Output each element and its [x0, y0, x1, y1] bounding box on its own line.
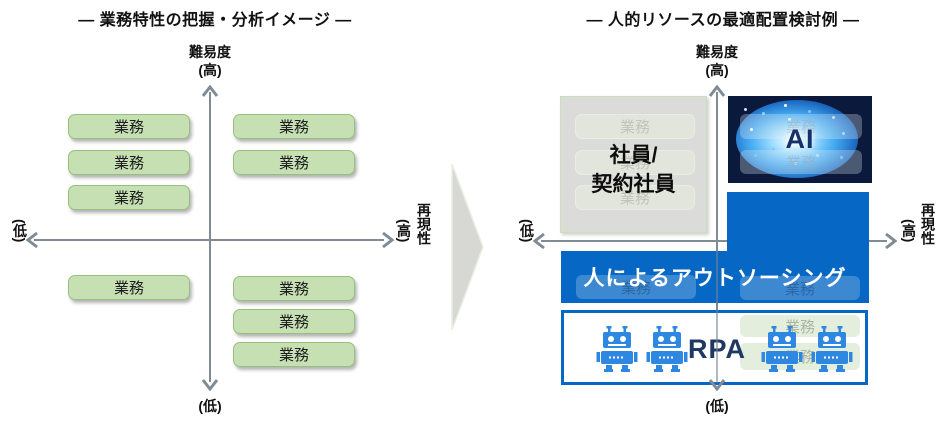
left-y-axis-high-label: (高) [198, 62, 222, 78]
task-box: 業務 [233, 150, 355, 175]
transform-arrow-icon [450, 162, 486, 337]
employee-label: 社員/ 契約社員 [592, 142, 676, 199]
faded-task-box: 業務 [740, 150, 862, 174]
right-x-axis-line [541, 240, 887, 242]
outsourcing-label: 人によるアウトソーシング [583, 267, 847, 290]
ai-label-wrap: AI [728, 96, 872, 183]
task-box-label: 業務 [278, 119, 309, 136]
task-box: 業務 [233, 342, 355, 367]
employee-label-line1: 社員/ [609, 144, 658, 168]
faded-task-box: 業務 [740, 114, 862, 139]
task-box-label: 業務 [113, 119, 144, 136]
right-x-axis-low-label: (低) [519, 219, 535, 243]
robot-icon [811, 326, 853, 377]
employee-label-line2: 契約社員 [591, 172, 676, 196]
right-y-axis-arrow-down-icon [708, 378, 726, 396]
faded-task-label: 業務 [784, 280, 815, 298]
right-y-axis-label: 難易度 [696, 44, 738, 60]
task-box: 業務 [68, 150, 190, 175]
right-x-axis-arrow-right-icon [885, 232, 898, 255]
task-box-label: 業務 [278, 347, 309, 364]
task-box-label: 業務 [278, 314, 309, 331]
right-y-axis-line [716, 92, 718, 382]
right-chart-title-text: ― 人的リソースの最適配置検討例 ― [586, 12, 860, 29]
left-x-axis-line [34, 239, 384, 241]
faded-task-box: 業務 [575, 150, 695, 175]
left-y-axis-label: 難易度 [189, 44, 231, 60]
faded-task-label: 業務 [619, 155, 650, 172]
left-x-axis-title: 再現性 [416, 203, 432, 245]
right-y-axis-high-label: (高) [705, 62, 729, 78]
left-x-axis-arrow-left-icon [25, 231, 38, 254]
task-box: 業務 [68, 275, 190, 300]
robot-icon [761, 326, 803, 377]
task-box: 業務 [68, 114, 190, 139]
left-y-axis-low-label: (低) [198, 398, 222, 414]
task-box-label: 業務 [278, 155, 309, 172]
faded-task-label: 業務 [620, 279, 651, 297]
task-box: 業務 [68, 185, 190, 210]
ai-brain-graphic [736, 100, 858, 178]
faded-task-label: 業務 [785, 119, 816, 136]
robot-icon [596, 326, 638, 377]
left-x-axis-high-label: (高) [396, 219, 412, 243]
task-box-label: 業務 [113, 190, 144, 207]
faded-task-label: 業務 [785, 154, 816, 172]
task-box: 業務 [233, 276, 355, 301]
task-box: 業務 [233, 309, 355, 334]
task-box: 業務 [233, 114, 355, 139]
faded-task-box: 業務 [740, 276, 860, 300]
left-y-axis-line [209, 92, 211, 382]
faded-task-box: 業務 [576, 275, 696, 299]
faded-task-box: 業務 [575, 114, 695, 139]
faded-task-label: 業務 [784, 318, 815, 336]
right-x-axis-arrow-left-icon [532, 232, 545, 255]
left-x-axis-arrow-right-icon [382, 231, 395, 254]
employee-overlay-box: 業務 業務 業務 社員/ 契約社員 [560, 96, 707, 233]
task-box-label: 業務 [113, 155, 144, 172]
faded-task-label: 業務 [619, 119, 650, 136]
right-y-axis-overlay-line [716, 251, 718, 383]
ai-overlay-box: 業務 業務 AI [728, 96, 872, 183]
left-chart-title: ― 業務特性の把握・分析イメージ ― [25, 6, 405, 30]
faded-task-box: 業務 [575, 185, 695, 210]
left-y-axis-arrow-up-icon [201, 84, 219, 102]
left-y-axis-arrow-down-icon [201, 378, 219, 396]
faded-task-label: 業務 [619, 190, 650, 207]
task-box-label: 業務 [278, 281, 309, 298]
left-chart-title-text: ― 業務特性の把握・分析イメージ ― [78, 12, 352, 29]
right-y-axis-arrow-up-icon [708, 84, 726, 102]
right-x-axis-title: 再現性 [920, 203, 936, 245]
left-x-axis-low-label: (低) [12, 219, 28, 243]
right-y-axis-low-label: (低) [705, 398, 729, 414]
ai-label: AI [785, 124, 815, 154]
robot-icon [646, 326, 688, 377]
employee-label-wrap: 社員/ 契約社員 [561, 103, 706, 238]
rpa-overlay-box: 業務 業務 RPA [561, 310, 868, 385]
ai-circuit-dots [744, 108, 747, 111]
faded-task-box: 業務 [740, 315, 860, 337]
outsourcing-overlay-band: 業務 業務 人によるアウトソーシング [561, 251, 869, 303]
task-box-label: 業務 [113, 280, 144, 297]
right-chart-title: ― 人的リソースの最適配置検討例 ― [533, 6, 913, 30]
right-x-axis-high-label: (高) [901, 219, 917, 243]
outsourcing-label-wrap: 人によるアウトソーシング [561, 251, 869, 303]
